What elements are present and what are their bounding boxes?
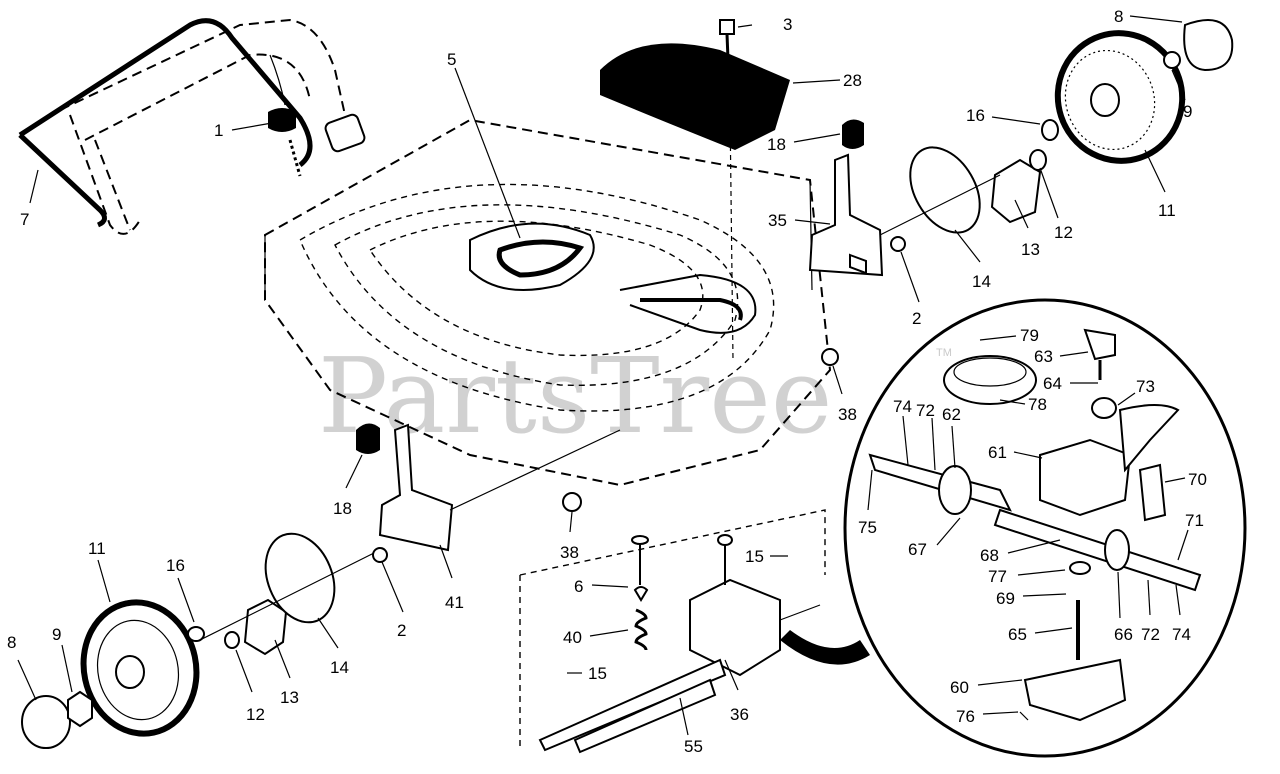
callout-62: 62 xyxy=(942,405,961,424)
callout-40: 40 xyxy=(563,628,582,647)
callout-15-lower: 15 xyxy=(588,664,607,683)
callout-78: 78 xyxy=(1028,395,1047,414)
callout-15-upper: 15 xyxy=(745,547,764,566)
callout-60: 60 xyxy=(950,678,969,697)
handle-assembly xyxy=(18,18,366,235)
spacer-right xyxy=(821,348,839,366)
callouts: 1 2 2 3 5 6 7 8 8 9 9 11 11 12 12 13 13 xyxy=(7,7,1207,756)
callout-67: 67 xyxy=(908,540,927,559)
callout-68: 68 xyxy=(980,546,999,565)
callout-13-right: 13 xyxy=(1021,240,1040,259)
callout-76: 76 xyxy=(956,707,975,726)
callout-14-right: 14 xyxy=(972,272,991,291)
callout-74-lower: 74 xyxy=(1172,625,1191,644)
callout-13-left: 13 xyxy=(280,688,299,707)
callout-3: 3 xyxy=(783,15,792,34)
callout-72-lower: 72 xyxy=(1141,625,1160,644)
callout-61: 61 xyxy=(988,443,1007,462)
callout-18-left: 18 xyxy=(333,499,352,518)
callout-16-left: 16 xyxy=(166,556,185,575)
callout-38-right: 38 xyxy=(838,405,857,424)
callout-2-right: 2 xyxy=(912,309,921,328)
callout-72-upper: 72 xyxy=(916,401,935,420)
callout-75: 75 xyxy=(858,518,877,537)
watermark-trademark: TM xyxy=(936,347,952,359)
detail-view xyxy=(780,298,1247,758)
callout-55: 55 xyxy=(684,737,703,756)
callout-7: 7 xyxy=(20,210,29,229)
callout-74-upper: 74 xyxy=(893,397,912,416)
callout-64: 64 xyxy=(1043,374,1062,393)
callout-1: 1 xyxy=(214,121,223,140)
callout-38-left: 38 xyxy=(560,543,579,562)
callout-9-right: 9 xyxy=(1183,102,1192,121)
callout-70: 70 xyxy=(1188,470,1207,489)
callout-66: 66 xyxy=(1114,625,1133,644)
callout-2-left: 2 xyxy=(397,621,406,640)
callout-63: 63 xyxy=(1034,347,1053,366)
callout-12-left: 12 xyxy=(246,705,265,724)
callout-73: 73 xyxy=(1136,377,1155,396)
callout-14-left: 14 xyxy=(330,658,349,677)
callout-65: 65 xyxy=(1008,625,1027,644)
callout-71: 71 xyxy=(1185,511,1204,530)
rear-wheel-left xyxy=(21,532,388,749)
height-adjuster-left xyxy=(356,423,621,552)
callout-11-left: 11 xyxy=(88,539,106,558)
callout-69: 69 xyxy=(996,589,1015,608)
callout-28: 28 xyxy=(843,71,862,90)
callout-5: 5 xyxy=(447,50,456,69)
rear-wheel-right xyxy=(869,19,1234,252)
height-adjuster-right xyxy=(808,119,884,277)
callout-35: 35 xyxy=(768,211,787,230)
shroud-cover xyxy=(600,19,790,361)
callout-77: 77 xyxy=(988,567,1007,586)
callout-41: 41 xyxy=(445,593,464,612)
callout-18-right: 18 xyxy=(767,135,786,154)
callout-16-right: 16 xyxy=(966,106,985,125)
spacer-left xyxy=(562,492,582,512)
callout-6: 6 xyxy=(574,577,583,596)
callout-9-left: 9 xyxy=(52,625,61,644)
callout-12-right: 12 xyxy=(1054,223,1073,242)
callout-8-left: 8 xyxy=(7,633,16,652)
callout-36: 36 xyxy=(730,705,749,724)
callout-8-right: 8 xyxy=(1114,7,1123,26)
callout-79: 79 xyxy=(1020,326,1039,345)
callout-11-right: 11 xyxy=(1158,201,1176,220)
